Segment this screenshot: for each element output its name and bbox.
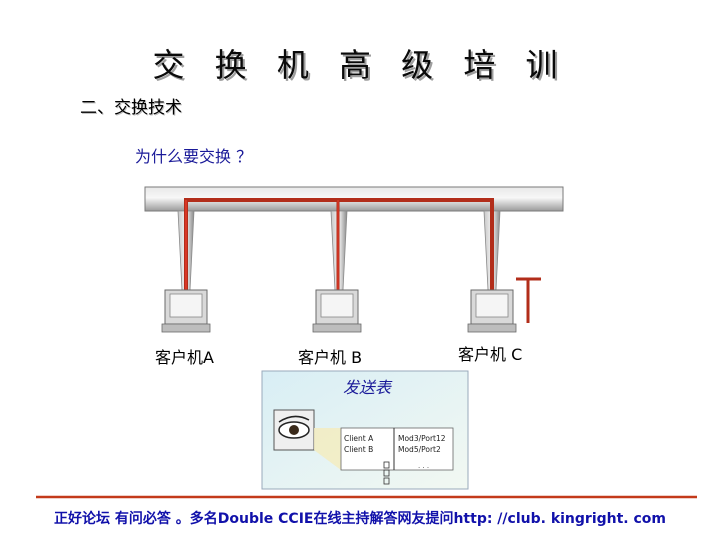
client-b-label: 客户机 B: [298, 348, 363, 367]
table-cell: Client B: [344, 445, 373, 454]
arrow-icon: [516, 277, 541, 323]
signal-path: [184, 198, 494, 292]
slide-title: 交 换 机 高 级 培 训: [152, 46, 568, 84]
computer-icon: [161, 289, 211, 333]
computer-icon: [467, 289, 517, 333]
question-text: 为什么要交换 ？: [135, 147, 253, 166]
table-cell: Mod3/Port12: [398, 434, 446, 443]
forwarding-table-panel: 发送表 Client A Mod3/Port12 Client B Mod5/P…: [261, 370, 469, 490]
table-cell: Mod5/Port2: [398, 445, 441, 454]
client-c-label: 客户机 C: [458, 345, 523, 364]
eye-icon: [273, 409, 315, 451]
footer-text: 正好论坛 有问必答 。多名Double CCIE在线主持解答网友提问http: …: [54, 511, 666, 527]
computer-icon: [312, 289, 362, 333]
section-heading: 二、交换技术: [80, 98, 182, 118]
client-a-label: 客户机A: [155, 348, 214, 367]
table-cell: Client A: [344, 434, 374, 443]
table-title: 发送表: [343, 378, 393, 397]
table-ellipsis: . . .: [418, 462, 429, 470]
